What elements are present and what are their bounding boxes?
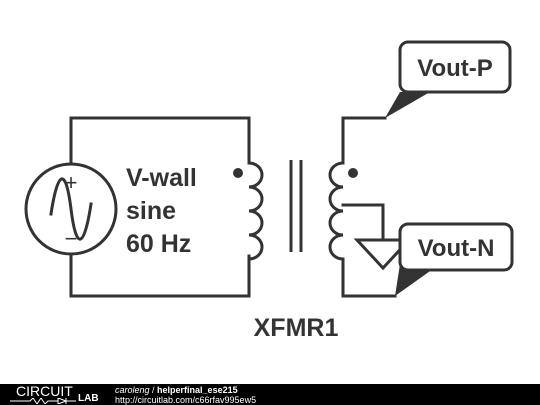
ac-voltage-source: + − <box>24 162 118 256</box>
vout-n-label: Vout-N <box>418 235 495 262</box>
vout-p-label: Vout-P <box>417 55 493 82</box>
vout-n-box <box>398 222 514 272</box>
footer-url[interactable]: http://circuitlab.com/c66rfav995ew5 <box>115 395 257 405</box>
secondary-wire <box>341 116 397 298</box>
primary-coil <box>247 154 264 261</box>
sine-wave-icon <box>49 177 93 241</box>
footer-info: caroleng / helperfinal_ese215 http://cir… <box>115 385 256 405</box>
footer-bar: CIRCUIT LAB caroleng / helperfinal_ese21… <box>0 383 540 405</box>
source-label-waveform: sine <box>126 197 176 225</box>
logo-resistor-icon <box>10 398 76 404</box>
footer-separator: / <box>149 385 158 395</box>
transformer-label: XFMR1 <box>254 314 339 342</box>
secondary-coil <box>328 161 345 261</box>
vout-n-callout: Vout-N <box>395 222 514 296</box>
source-plus-sign: + <box>65 170 78 195</box>
source-label-name: V-wall <box>126 164 197 192</box>
transformer <box>233 154 358 261</box>
footer-byline: caroleng / helperfinal_ese215 <box>115 385 256 395</box>
vout-p-callout: Vout-P <box>385 40 512 118</box>
vout-n-pointer <box>395 264 440 296</box>
vout-p-box <box>398 40 512 94</box>
logo-lab-text: LAB <box>78 393 99 404</box>
primary-wire <box>69 116 251 298</box>
footer-author[interactable]: caroleng <box>115 385 150 395</box>
ground-icon <box>353 238 413 271</box>
logo-circuit-text: CIRCUIT <box>16 383 73 399</box>
vout-p-pointer <box>385 92 430 118</box>
footer-circuit-title[interactable]: helperfinal_ese215 <box>157 385 238 395</box>
source-minus-sign: − <box>65 226 78 251</box>
primary-dot <box>233 168 243 178</box>
source-label-frequency: 60 Hz <box>126 230 191 258</box>
secondary-dot <box>348 168 358 178</box>
circuitlab-logo[interactable]: CIRCUIT LAB <box>10 383 102 405</box>
schematic: + − V-wall sine 60 Hz XFMR1 Vout-P Vout-… <box>24 40 514 342</box>
